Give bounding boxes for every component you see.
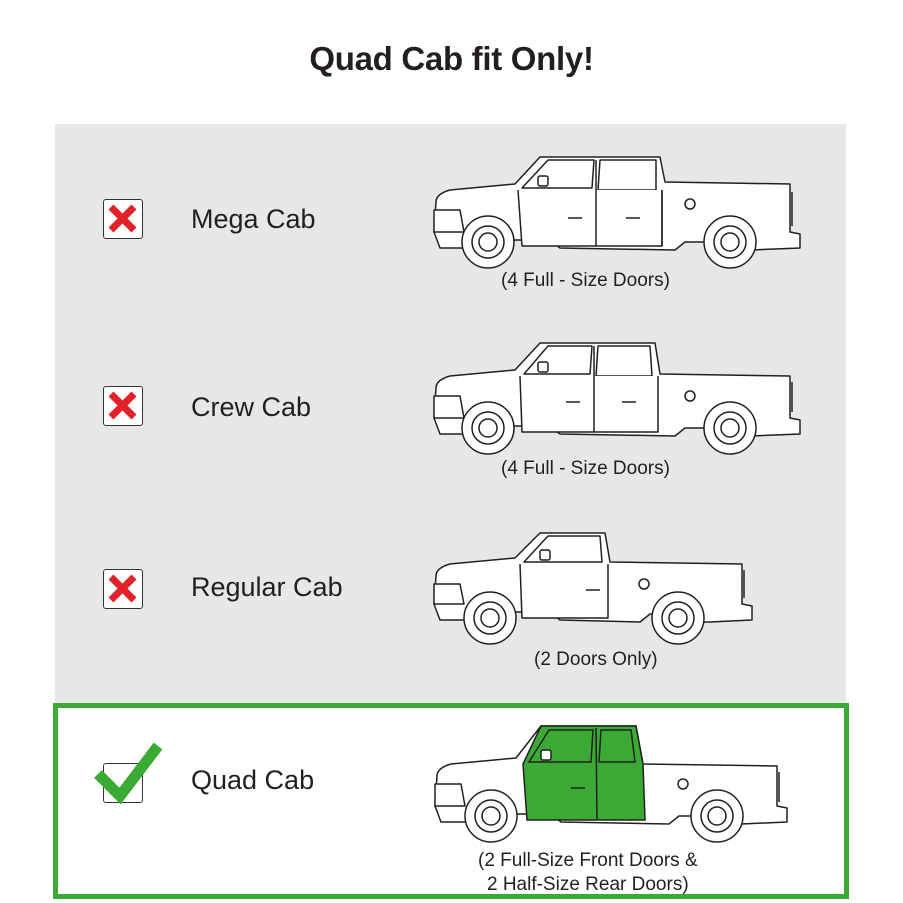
door-caption-line-1: (2 Full-Size Front Doors & bbox=[478, 850, 698, 871]
crew-cab-truck-illustration bbox=[433, 342, 801, 455]
cab-label: Quad Cab bbox=[191, 765, 315, 795]
mega-cab-truck-illustration bbox=[433, 156, 801, 269]
green-check-icon bbox=[94, 742, 163, 805]
door-caption: (4 Full - Size Doors) bbox=[501, 458, 670, 479]
door-caption: (2 Doors Only) bbox=[534, 649, 658, 670]
quad-cab-truck-illustration bbox=[434, 725, 788, 843]
red-x-icon bbox=[103, 569, 143, 609]
regular-cab-truck-illustration bbox=[433, 532, 753, 645]
cab-label: Mega Cab bbox=[191, 204, 316, 234]
quad-cab-fit-box: Quad Cab (2 Full-Size Front Doors & 2 Ha… bbox=[53, 703, 849, 899]
red-x-icon bbox=[103, 386, 143, 426]
cab-label: Regular Cab bbox=[191, 572, 343, 602]
page-title: Quad Cab fit Only! bbox=[309, 40, 594, 77]
door-caption-line-2: 2 Half-Size Rear Doors) bbox=[486, 874, 689, 895]
non-fitting-cabs-panel: Mega Cab (4 Full - Size Doors) bbox=[55, 124, 846, 702]
door-caption: (2 Full-Size Front Doors & 2 Half-Size R… bbox=[478, 849, 698, 897]
red-x-icon bbox=[103, 199, 143, 239]
cab-label: Crew Cab bbox=[191, 392, 312, 422]
door-caption: (4 Full - Size Doors) bbox=[501, 270, 670, 291]
